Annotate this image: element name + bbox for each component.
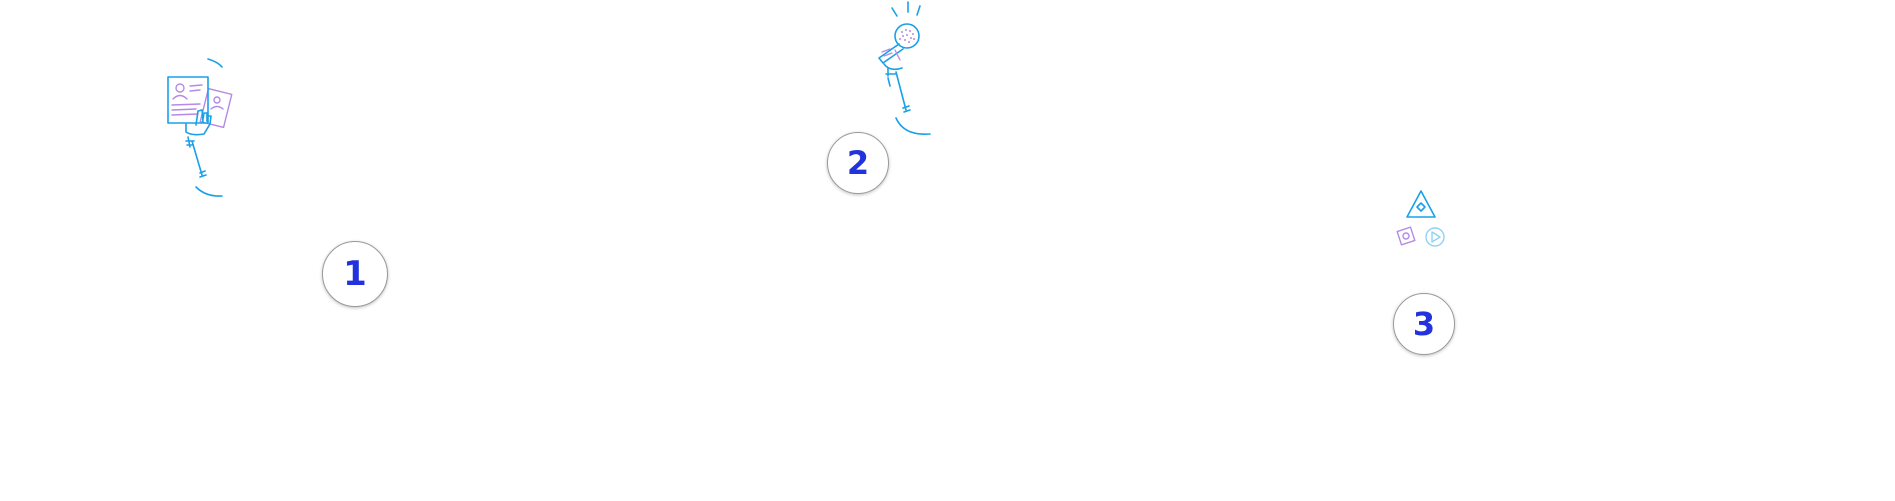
shapes-icon <box>1396 190 1445 247</box>
step-2-badge: 2 <box>827 132 889 194</box>
resume-document-icon <box>167 58 233 197</box>
microphone-icon <box>878 1 931 135</box>
step-3-badge: 3 <box>1393 293 1455 355</box>
step-1-badge: 1 <box>322 241 388 307</box>
